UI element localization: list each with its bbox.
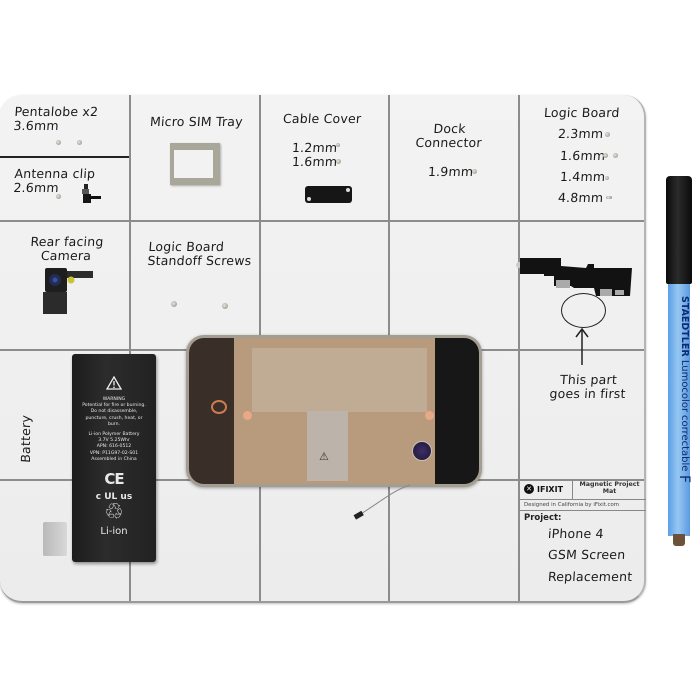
- battery-spec-5: Assembled in China: [91, 456, 137, 462]
- project-label: Project:: [524, 513, 562, 523]
- label-cable-cover-size-1: 1.2mm: [291, 140, 338, 155]
- designed-in-text: Designed in California by iFixit.com: [524, 502, 620, 508]
- cell-rear-camera[interactable]: Rear facing Camera: [29, 234, 105, 263]
- label-pentalobe: Pentalobe x2: [13, 104, 99, 119]
- handdrawn-divider: [0, 156, 129, 158]
- project-line-1: iPhone 4: [547, 526, 605, 541]
- label-logic-board-size-1: 2.3mm: [557, 126, 604, 141]
- rear-camera-part: [43, 268, 93, 314]
- marker-barrel: [668, 284, 690, 536]
- ifixit-logo-icon: ✕: [524, 484, 534, 494]
- label-logic-board: Logic Board: [543, 105, 621, 120]
- phone-camera-lens: [412, 441, 432, 461]
- ifixit-logo: ✕ IFIXIT: [518, 479, 573, 499]
- phone-contact: [243, 411, 252, 420]
- label-dock: Dock: [433, 121, 467, 136]
- note-this-part-first: This part goes in first: [549, 372, 627, 401]
- phone-pull-tab: [307, 411, 348, 481]
- label-logic-board-size-2: 1.6mm: [559, 148, 606, 163]
- iphone-rear-housing: ⚠: [186, 335, 482, 487]
- label-dock-size: 1.9mm: [427, 164, 474, 179]
- battery-spec-2: 3.7V 5.25Whr: [98, 438, 130, 444]
- antenna-clip-part: [82, 184, 101, 203]
- warning-triangle-icon: [105, 375, 123, 390]
- label-connector: Connector: [415, 134, 483, 150]
- label-camera: Camera: [40, 247, 92, 263]
- label-standoff-screws: Standoff Screws: [147, 252, 252, 268]
- logic-board-bracket-part: [516, 258, 632, 296]
- handdrawn-arrow-icon: [575, 327, 589, 365]
- battery-type: Li-ion: [100, 525, 128, 537]
- marker-tip: [673, 534, 685, 546]
- battery-warning-text: Potential for fire or burning. Do not di…: [82, 403, 146, 427]
- label-rear-facing: Rear facing: [29, 234, 105, 249]
- label-battery: Battery: [17, 414, 33, 464]
- battery-spec-1: Li-ion Polymer Battery: [88, 431, 140, 437]
- pentalobe-screw: [77, 140, 82, 145]
- standoff-screw: [222, 303, 228, 309]
- label-logic-board-size-3: 1.4mm: [559, 169, 606, 184]
- cable-cover-screw: [336, 159, 341, 164]
- dock-screw: [472, 169, 477, 174]
- standoff-screw: [171, 301, 177, 307]
- marker-line: Lumocolor: [679, 359, 690, 413]
- staedtler-marker[interactable]: STAEDTLER Lumocolor correctable F: [665, 176, 693, 546]
- battery-part: WARNING Potential for fire or burning. D…: [72, 354, 156, 562]
- logic-board-screw: [603, 153, 608, 158]
- battery-connector-tab: [43, 522, 67, 556]
- marker-type: correctable: [679, 415, 690, 472]
- note-line-2: goes in first: [549, 385, 627, 401]
- cell-dock-connector[interactable]: Dock Connector: [415, 121, 483, 150]
- cable-cover-screw: [336, 143, 340, 147]
- battery-spec-4: VPN: P11G97-02-S01: [89, 450, 139, 456]
- phone-contact: [425, 411, 434, 420]
- marker-cap[interactable]: [666, 176, 692, 284]
- logic-board-screw: [613, 153, 618, 158]
- warning-triangle-icon: ⚠: [319, 450, 329, 463]
- marker-tip-size: F: [676, 474, 692, 483]
- phone-coil: [211, 400, 227, 414]
- logic-board-screw: [605, 176, 609, 180]
- ul-mark-icon: c UL us: [95, 491, 133, 502]
- cable-cover-part: [305, 186, 352, 203]
- pentalobe-screw: [56, 140, 61, 145]
- handdrawn-circle: [561, 293, 606, 328]
- label-logic-board-size-4: 4.8mm: [557, 190, 604, 205]
- grid-line-vertical: [518, 95, 520, 601]
- logic-board-screw: [606, 196, 612, 199]
- note-line-1: This part: [559, 372, 618, 387]
- brand-name: IFIXIT: [537, 484, 564, 494]
- cell-standoff-screws[interactable]: Logic Board Standoff Screws: [147, 239, 253, 268]
- ce-mark-icon: CE: [104, 469, 124, 488]
- battery-warning-title: WARNING: [102, 397, 126, 402]
- micro-sim-tray-part: [170, 143, 220, 185]
- product-name: Magnetic Project Mat: [579, 481, 640, 495]
- project-line-3: Replacement: [547, 569, 633, 584]
- project-line-2: GSM Screen: [547, 547, 626, 562]
- antenna-screw: [56, 194, 61, 199]
- label-micro-sim-tray: Micro SIM Tray: [149, 114, 244, 129]
- mat-brand-box: ✕ IFIXIT Magnetic Project Mat Designed i…: [518, 479, 646, 511]
- grid-line-horizontal: [0, 220, 644, 222]
- marker-brand: STAEDTLER: [679, 296, 690, 357]
- logic-board-screw: [605, 132, 610, 137]
- antenna-wire-part: [353, 484, 411, 520]
- battery-spec-3: APN: 616-0512: [96, 444, 132, 450]
- label-cable-cover-size-2: 1.6mm: [291, 154, 338, 169]
- label-pentalobe-size: 3.6mm: [13, 117, 60, 133]
- cell-pentalobe[interactable]: Pentalobe x2 3.6mm: [13, 104, 99, 133]
- phone-speaker-enclosure: [435, 338, 479, 484]
- grid-line-vertical: [129, 95, 131, 601]
- label-logic-board-standoff: Logic Board: [147, 239, 225, 254]
- recycle-icon: ♲: [104, 499, 124, 525]
- label-antenna-clip: Antenna clip: [13, 166, 96, 181]
- label-cable-cover: Cable Cover: [282, 111, 362, 126]
- marker-label: STAEDTLER Lumocolor correctable F: [669, 296, 692, 526]
- phone-shield: [252, 348, 427, 412]
